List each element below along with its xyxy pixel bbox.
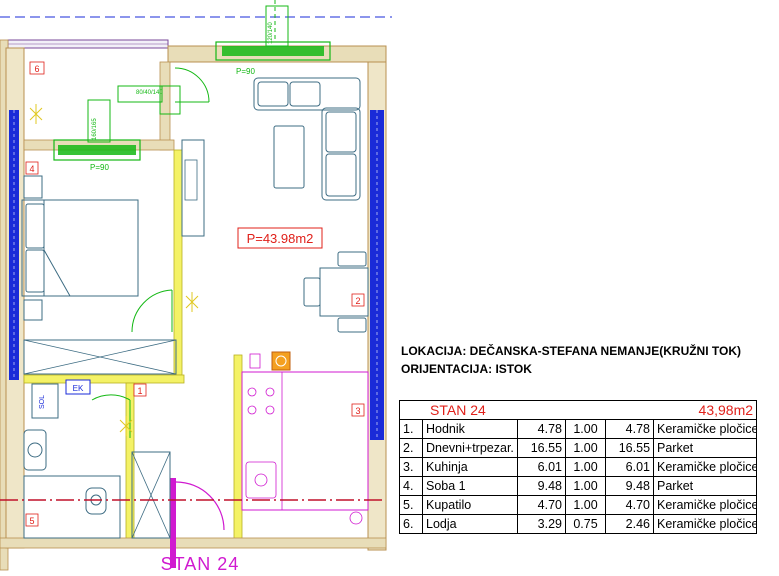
- row-net: 4.78: [605, 419, 655, 439]
- door-bedroom: [131, 289, 173, 333]
- lamp-symbols: [29, 104, 199, 436]
- row-net: 6.01: [605, 457, 655, 477]
- window-dim-3: 80/40/140: [136, 90, 163, 96]
- svg-text:3: 3: [355, 406, 360, 416]
- row-name: Dnevni+trpezar.: [422, 438, 518, 458]
- kitchen-appliance: [349, 511, 363, 525]
- row-area: 16.55: [516, 438, 567, 458]
- coffee-table: [273, 125, 305, 189]
- row-area: 4.78: [516, 419, 567, 439]
- table-row: 1. Hodnik 4.78 1.00 4.78 Keramičke ploči…: [399, 419, 758, 439]
- table-row: 6. Lodja 3.29 0.75 2.46 Keramičke pločic…: [399, 514, 758, 534]
- row-coef: 1.00: [565, 476, 607, 496]
- table-header-total: 43,98m2: [565, 400, 758, 420]
- tv-unit: [181, 139, 205, 237]
- window-top: [215, 5, 331, 61]
- row-coef: 1.00: [565, 457, 607, 477]
- row-coef: 0.75: [565, 514, 607, 534]
- room-marker-5: 5: [25, 513, 39, 527]
- svg-text:6: 6: [34, 64, 39, 74]
- svg-text:1: 1: [137, 386, 142, 396]
- row-coef: 1.00: [565, 438, 607, 458]
- installation-shaft: [131, 451, 171, 539]
- room-marker-3: 3: [351, 403, 365, 417]
- row-floor: Parket: [653, 476, 758, 496]
- wall-bedroom-bottom: [23, 374, 185, 384]
- table-header-name: STAN 24: [398, 400, 566, 420]
- row-name: Soba 1: [422, 476, 518, 496]
- svg-text:2: 2: [355, 296, 360, 306]
- door-bath: [91, 394, 131, 438]
- row-coef: 1.00: [565, 419, 607, 439]
- window-dim-1: 120/140: [268, 22, 274, 44]
- sol-label: SOL: [39, 395, 46, 409]
- stove: [247, 387, 275, 415]
- row-area: 9.48: [516, 476, 567, 496]
- bathroom-fixtures: [23, 383, 121, 539]
- row-name: Kuhinja: [422, 457, 518, 477]
- window-label-1: P=90: [236, 67, 255, 76]
- wall-kitchen: [233, 354, 243, 546]
- row-no: 1.: [399, 419, 423, 439]
- row-net: 4.70: [605, 495, 655, 515]
- room-marker-2: 2: [351, 293, 365, 307]
- boiler: [271, 351, 291, 371]
- ek-label: EK: [73, 384, 84, 393]
- row-coef: 1.00: [565, 495, 607, 515]
- kitchen-counter: [241, 371, 369, 511]
- row-name: Lodja: [422, 514, 518, 534]
- row-floor: Keramičke pločice: [653, 457, 758, 477]
- table-header-row: STAN 24 43,98m2: [398, 400, 758, 420]
- row-floor: Keramičke pločice: [653, 419, 758, 439]
- row-floor: Parket: [653, 438, 758, 458]
- row-name: Kupatilo: [422, 495, 518, 515]
- window-dim-2: 160/165: [92, 118, 98, 140]
- orientation-text: ORIJENTACIJA: ISTOK: [401, 362, 532, 376]
- room-marker-1: 1: [133, 383, 147, 397]
- row-floor: Keramičke pločice: [653, 495, 758, 515]
- row-area: 6.01: [516, 457, 567, 477]
- wall-room-left: [159, 61, 171, 151]
- svg-text:5: 5: [29, 516, 34, 526]
- row-no: 3.: [399, 457, 423, 477]
- room-area-table: STAN 24 43,98m2 1. Hodnik 4.78 1.00 4.78…: [398, 400, 758, 534]
- window-label-2: P=90: [90, 163, 109, 172]
- table-row: 2. Dnevni+trpezar. 16.55 1.00 16.55 Park…: [399, 438, 758, 458]
- sofa: [253, 77, 361, 201]
- row-area: 4.70: [516, 495, 567, 515]
- location-text: LOKACIJA: DEČANSKA-STEFANA NEMANJE(KRUŽN…: [401, 344, 742, 358]
- row-net: 16.55: [605, 438, 655, 458]
- row-net: 9.48: [605, 476, 655, 496]
- room-marker-6: 6: [29, 61, 45, 75]
- floor-plan: P=90 P=90 120/140 160/165 80/40/140 P=43…: [0, 0, 392, 574]
- table-row: 5. Kupatilo 4.70 1.00 4.70 Keramičke plo…: [399, 495, 758, 515]
- table-row: 4. Soba 1 9.48 1.00 9.48 Parket: [399, 476, 758, 496]
- window-small: [117, 85, 181, 115]
- bottom-wall: [0, 537, 387, 549]
- door-entrance: [170, 478, 225, 568]
- wall-corridor: [173, 149, 183, 376]
- room-marker-4: 4: [25, 161, 39, 175]
- sink: [245, 461, 277, 499]
- row-no: 5.: [399, 495, 423, 515]
- area-label: P=43.98m2: [247, 231, 314, 246]
- svg-text:4: 4: [29, 164, 34, 174]
- row-name: Hodnik: [422, 419, 518, 439]
- area-label-box: [237, 227, 323, 249]
- row-net: 2.46: [605, 514, 655, 534]
- window-middle: [53, 99, 141, 161]
- apartment-label: STAN 24: [161, 554, 240, 574]
- dining-set: [303, 251, 369, 333]
- wardrobe: [23, 339, 177, 375]
- row-no: 6.: [399, 514, 423, 534]
- door-loggia: [174, 67, 210, 103]
- row-no: 4.: [399, 476, 423, 496]
- row-area: 3.29: [516, 514, 567, 534]
- table-row: 3. Kuhinja 6.01 1.00 6.01 Keramičke ploč…: [399, 457, 758, 477]
- row-no: 2.: [399, 438, 423, 458]
- row-floor: Keramičke pločice: [653, 514, 758, 534]
- ek-box: [65, 379, 91, 395]
- bed: [21, 199, 139, 297]
